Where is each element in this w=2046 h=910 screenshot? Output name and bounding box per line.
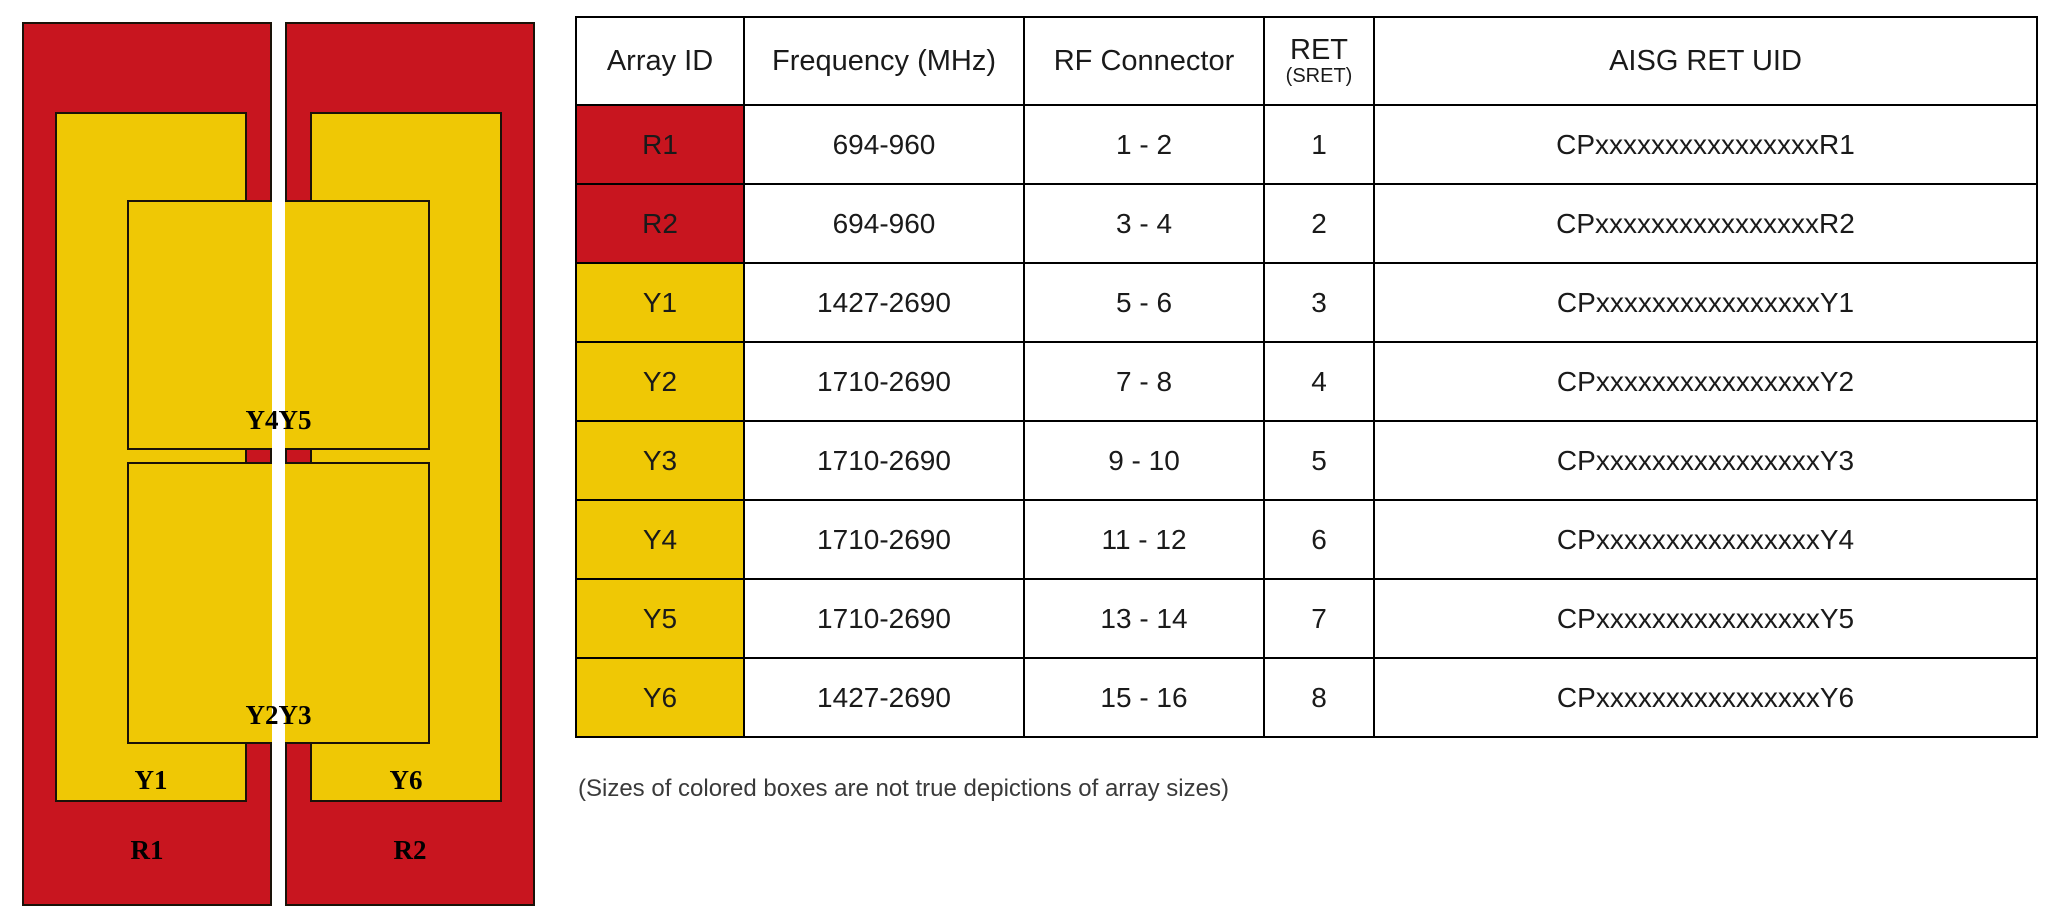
cell-rf-connector: 15 - 16 (1023, 657, 1265, 738)
column-header-array-id: Array ID (575, 16, 745, 106)
cell-aisg-ret-uid: CPxxxxxxxxxxxxxxxxY6 (1373, 657, 2038, 738)
cell-frequency: 1710-2690 (743, 499, 1025, 580)
column-header-rf-connector: RF Connector (1023, 16, 1265, 106)
cell-aisg-ret-uid: CPxxxxxxxxxxxxxxxxY5 (1373, 578, 2038, 659)
diagram-centre-slot (272, 16, 285, 910)
cell-aisg-ret-uid: CPxxxxxxxxxxxxxxxxY1 (1373, 262, 2038, 343)
column-header-frequency: Frequency (MHz) (743, 16, 1025, 106)
cell-aisg-ret-uid: CPxxxxxxxxxxxxxxxxR2 (1373, 183, 2038, 264)
cell-array-id: Y6 (575, 657, 745, 738)
cell-rf-connector: 7 - 8 (1023, 341, 1265, 422)
column-header-ret: RET (SRET) (1263, 16, 1375, 106)
cell-ret: 7 (1263, 578, 1375, 659)
cell-aisg-ret-uid: CPxxxxxxxxxxxxxxxxY3 (1373, 420, 2038, 501)
cell-array-id: R1 (575, 104, 745, 185)
cell-array-id: Y5 (575, 578, 745, 659)
diagram-label-r2: R2 (393, 835, 427, 865)
cell-ret: 4 (1263, 341, 1375, 422)
diagram-label-y4y5: Y4Y5 (245, 405, 312, 435)
cell-frequency: 694-960 (743, 183, 1025, 264)
cell-aisg-ret-uid: CPxxxxxxxxxxxxxxxxR1 (1373, 104, 2038, 185)
diagram-label-y1: Y1 (134, 765, 168, 795)
cell-ret: 1 (1263, 104, 1375, 185)
antenna-array-diagram: Y4Y5 Y2Y3 Y1 Y6 R1 R2 (0, 0, 545, 910)
table-header-row: Array ID Frequency (MHz) RF Connector RE… (575, 16, 2038, 106)
cell-rf-connector: 13 - 14 (1023, 578, 1265, 659)
diagram-label-y2y3: Y2Y3 (245, 700, 312, 730)
cell-rf-connector: 9 - 10 (1023, 420, 1265, 501)
cell-array-id: Y3 (575, 420, 745, 501)
cell-aisg-ret-uid: CPxxxxxxxxxxxxxxxxY2 (1373, 341, 2038, 422)
cell-rf-connector: 1 - 2 (1023, 104, 1265, 185)
cell-frequency: 1427-2690 (743, 657, 1025, 738)
cell-ret: 3 (1263, 262, 1375, 343)
cell-ret: 5 (1263, 420, 1375, 501)
cell-rf-connector: 3 - 4 (1023, 183, 1265, 264)
cell-frequency: 1710-2690 (743, 341, 1025, 422)
cell-frequency: 1427-2690 (743, 262, 1025, 343)
cell-ret: 6 (1263, 499, 1375, 580)
array-specification-table: Array ID Frequency (MHz) RF Connector RE… (575, 16, 2038, 738)
cell-ret: 8 (1263, 657, 1375, 738)
column-header-aisg-ret-uid: AISG RET UID (1373, 16, 2038, 106)
cell-array-id: R2 (575, 183, 745, 264)
cell-array-id: Y4 (575, 499, 745, 580)
diagram-label-y6: Y6 (389, 765, 423, 795)
cell-array-id: Y1 (575, 262, 745, 343)
array-specification-table-container: Array ID Frequency (MHz) RF Connector RE… (575, 16, 2038, 738)
cell-frequency: 694-960 (743, 104, 1025, 185)
cell-frequency: 1710-2690 (743, 420, 1025, 501)
cell-rf-connector: 5 - 6 (1023, 262, 1265, 343)
cell-ret: 2 (1263, 183, 1375, 264)
table-footnote: (Sizes of colored boxes are not true dep… (578, 775, 1229, 802)
cell-aisg-ret-uid: CPxxxxxxxxxxxxxxxxY4 (1373, 499, 2038, 580)
cell-array-id: Y2 (575, 341, 745, 422)
cell-frequency: 1710-2690 (743, 578, 1025, 659)
diagram-label-r1: R1 (130, 835, 164, 865)
cell-rf-connector: 11 - 12 (1023, 499, 1265, 580)
column-header-ret-sub: (SRET) (1285, 64, 1353, 87)
column-header-ret-main: RET (1290, 34, 1348, 67)
